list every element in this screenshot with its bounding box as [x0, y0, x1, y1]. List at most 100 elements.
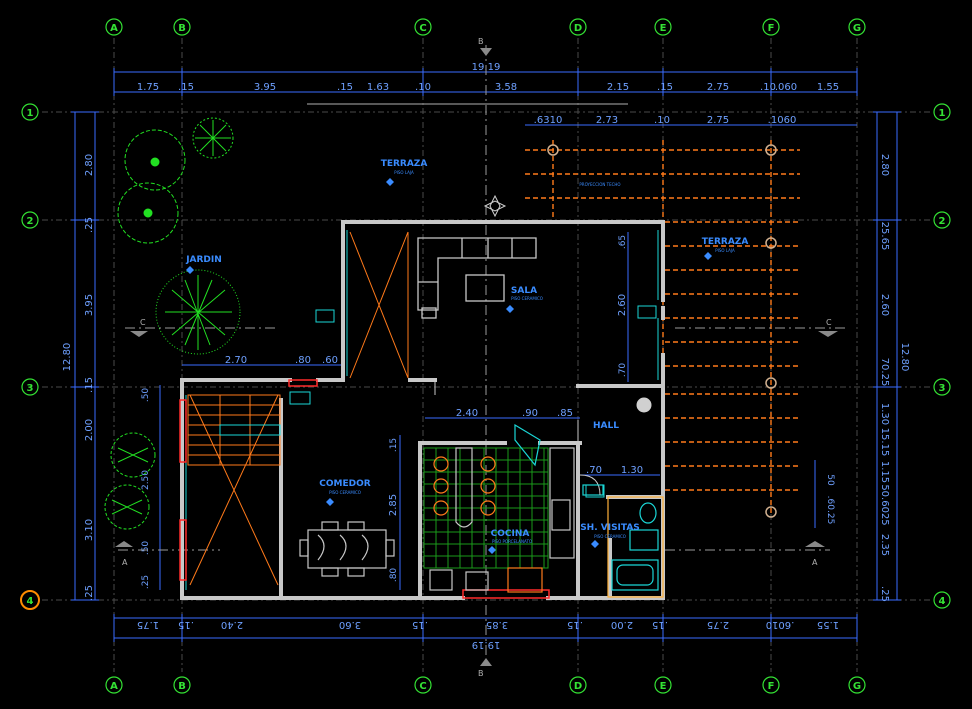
dim-text: 2.75 [707, 115, 729, 126]
dim-text: 2.00 [611, 619, 633, 630]
dim-text: 2.73 [596, 115, 618, 126]
doors [434, 380, 601, 496]
dim-text: .10 [654, 115, 670, 126]
kitchen-tile-grid [423, 447, 549, 569]
dim-right-50: 50 [825, 474, 835, 486]
section-a-right: A [812, 558, 818, 567]
room-sala: SALA [511, 286, 537, 296]
grid-bubbles-top: A B C D E F G [105, 18, 866, 36]
dim-text: 50.6025 [879, 484, 890, 525]
room-jardin: JARDIN [185, 255, 222, 265]
dim-text: 2.00 [84, 419, 95, 441]
grid-label-2-left: 2 [27, 216, 34, 227]
dim-text: .15 [178, 82, 194, 93]
grid-label-d-bottom: D [574, 681, 582, 692]
dim-text: 2.40 [221, 619, 243, 630]
sala-void [349, 231, 409, 379]
room-terraza-top-floor: PISO LAJA [394, 170, 414, 175]
grid-label-b-bottom: B [178, 681, 186, 692]
windows [179, 379, 550, 599]
kitchen-island [429, 423, 575, 593]
room-hall: HALL [593, 421, 619, 431]
room-sh-visitas-floor: PISO CERAMICO [594, 534, 626, 539]
dim-text: 3.58 [495, 82, 517, 93]
grid-label-c-bottom: C [419, 681, 426, 692]
dim-text: 2.35 [879, 534, 890, 556]
room-sala-floor: PISO CERAMICO [511, 296, 543, 301]
grid-bubble [105, 18, 123, 36]
dim-text: 1.63 [367, 82, 389, 93]
dim-hall-130: 1.30 [621, 465, 643, 476]
dim-cocina-240: 2.40 [456, 408, 478, 419]
dim-text: 3.95 [84, 294, 95, 316]
dimension-ticks [71, 68, 901, 642]
dim-text: 3.85 [486, 619, 508, 630]
dim-text: .15 [178, 619, 194, 630]
grid-bubble-selected[interactable] [20, 590, 40, 610]
grid-label-a-bottom: A [110, 681, 118, 692]
dim-text: 3.95 [254, 82, 276, 93]
room-comedor-floor: PISO CERAMICO [329, 490, 361, 495]
grid-label-e-bottom: E [660, 681, 667, 692]
dim-jardin-80: .80 [295, 355, 311, 366]
dim-comedor-285: 2.85 [388, 494, 399, 516]
grid-label-1-right: 1 [939, 108, 946, 119]
dim-text: .15 [567, 619, 583, 630]
dim-text: .50 [141, 541, 151, 556]
dims-left: 12.80 2.80 .25 3.95 .15 2.00 3.10 .25 .5… [62, 154, 151, 601]
compass-icon [483, 194, 507, 218]
dim-hall-70: .70 [586, 465, 602, 476]
dim-text: .1060 [768, 115, 797, 126]
dim-text: 1.55 [817, 82, 839, 93]
room-cocina: COCINA [491, 529, 530, 539]
grid-label-1-left: 1 [27, 108, 34, 119]
dim-comedor-80: .80 [389, 568, 399, 583]
grid-label-e-top: E [660, 23, 667, 34]
dining-table [299, 521, 395, 577]
dims-inner: 2.70 .80 .60 .65 2.60 .70 2.40 .90 .85 .… [225, 235, 835, 582]
dim-text: 1.75 [137, 82, 159, 93]
section-c-right: C [826, 318, 832, 327]
grid-label-f-top: F [768, 23, 775, 34]
stair-rail [219, 424, 281, 436]
dim-text: 2.80 [84, 154, 95, 176]
dim-text: 1.55 [817, 619, 839, 630]
room-sh-visitas: SH. VISITAS [580, 523, 640, 533]
dim-text: .15 [652, 619, 668, 630]
grid-bubbles-bottom: A B C D E F G [105, 676, 866, 694]
dim-sala-70: .70 [618, 363, 628, 378]
dim-text: .15 [84, 377, 95, 393]
garden-trees [104, 117, 241, 530]
dim-jardin-width: 2.70 [225, 355, 247, 366]
dim-text: .6010 [766, 619, 795, 630]
dim-text: .25 [879, 586, 890, 602]
dim-total-right: 12.80 [899, 343, 910, 372]
room-terraza-top: TERRAZA [381, 159, 428, 169]
dim-cocina-90: .90 [522, 408, 538, 419]
grid-label-4-left: 4 [27, 596, 34, 607]
proyeccion-label: PROYECCION TECHO [579, 182, 620, 187]
dim-text: .50 [141, 388, 151, 403]
coffee-table [465, 274, 505, 302]
section-c-left: C [140, 318, 146, 327]
dim-text: .25 [141, 575, 151, 589]
dim-text: 15.15 [879, 428, 890, 457]
grid-label-3-left: 3 [27, 383, 34, 394]
grid-label-g-top: G [853, 23, 861, 34]
grid-label-4-right: 4 [939, 596, 946, 607]
room-terraza-right-floor: PISO LAJA [715, 248, 735, 253]
room-labels: TERRAZA PISO LAJA TERRAZA PISO LAJA JARD… [185, 159, 748, 544]
dim-text: .6310 [534, 115, 563, 126]
dim-comedor-15: .15 [389, 438, 399, 452]
dim-text: 1.15 [879, 461, 890, 483]
section-markers: B B C C A A [115, 37, 845, 678]
kitchen-stools [433, 456, 496, 516]
dim-text: 25.65 [879, 222, 890, 251]
stairs [187, 394, 281, 586]
section-b-bottom: B [478, 669, 484, 678]
section-b-top: B [478, 37, 484, 46]
dim-text: .15 [337, 82, 353, 93]
dim-total-bottom: 19.19 [472, 639, 501, 650]
